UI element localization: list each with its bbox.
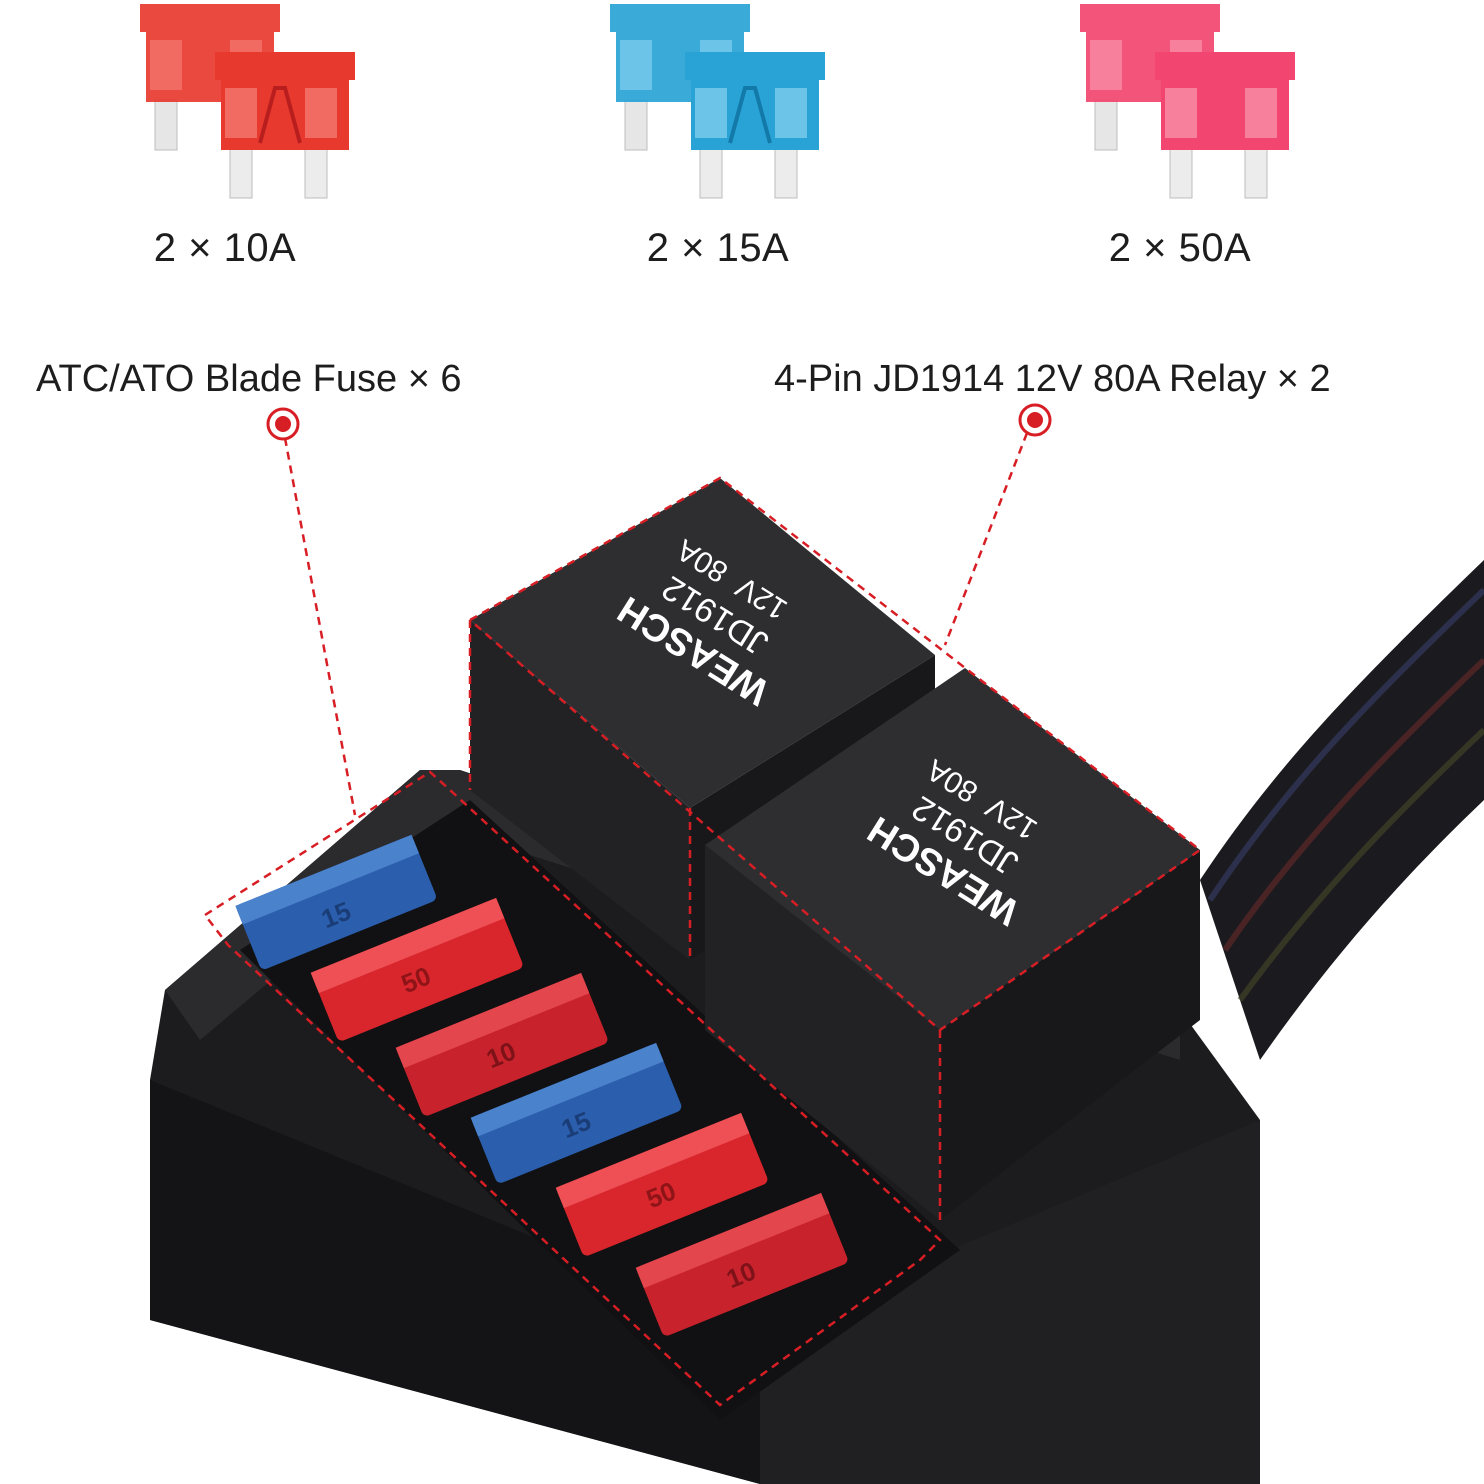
callout-target-icon — [1018, 403, 1052, 437]
braided-cable — [1200, 560, 1484, 1060]
callout-target-icon — [266, 407, 300, 441]
fuse-sample-label-50a: 2 × 50A — [1108, 226, 1252, 270]
callout-guides — [203, 419, 1203, 1407]
fuse-sample-label-10a: 2 × 10A — [153, 226, 297, 270]
blade-fuse-pair-icon — [1080, 4, 1295, 199]
fuse-sample-15a — [600, 0, 900, 210]
callout-blade-fuse-label: ATC/ATO Blade Fuse × 6 — [36, 358, 462, 400]
fuse-sample-10a — [130, 0, 430, 210]
relay-2: WEASCH JD1912 12V 80A — [705, 668, 1200, 1220]
blade-fuse-pair-icon — [610, 4, 825, 199]
fuse-sample-50a — [1070, 0, 1370, 210]
installed-fuses: 15 50 10 15 50 10 — [235, 834, 848, 1336]
blade-fuse-pair-icon — [140, 4, 355, 199]
callout-relay-label: 4-Pin JD1914 12V 80A Relay × 2 — [774, 358, 1331, 400]
fuse-sample-label-15a: 2 × 15A — [646, 226, 790, 270]
